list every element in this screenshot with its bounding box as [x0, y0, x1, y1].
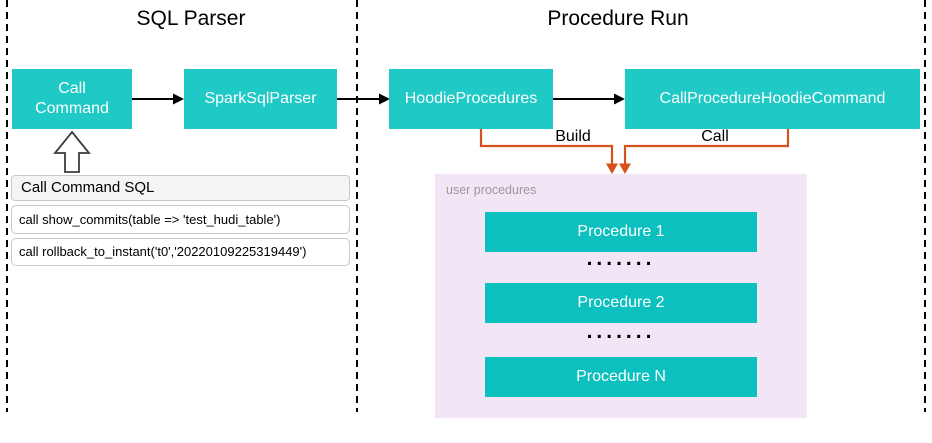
node-hoodieprocedures-label: HoodieProcedures: [404, 90, 538, 107]
procedure-n-label: Procedure N: [576, 368, 666, 385]
node-sparksqlparser-label: SparkSqlParser: [204, 90, 317, 107]
node-hoodieprocedures: HoodieProcedures: [389, 69, 553, 129]
node-call-command: Call Command: [12, 69, 132, 129]
user-procedures-label: user procedures: [446, 183, 537, 197]
node-sparksqlparser: SparkSqlParser: [184, 69, 337, 129]
up-arrow-icon: [53, 130, 91, 173]
procedure-1-label: Procedure 1: [577, 223, 665, 240]
section-title-procedure-run: Procedure Run: [547, 7, 689, 30]
ellipsis-dots: .......: [586, 247, 656, 270]
sql-panel-title: Call Command SQL: [11, 175, 350, 201]
node-call-command-label: Call Command: [35, 80, 109, 117]
procedure-box-n: Procedure N: [485, 357, 757, 397]
procedure-2-label: Procedure 2: [577, 294, 665, 311]
build-connector-label: Build: [555, 128, 591, 145]
arrow-parser-to-hoodieprocedures-icon: [337, 93, 390, 105]
section-title-sql-parser: SQL Parser: [136, 7, 246, 30]
node-callprocedurehoodiecommand-label: CallProcedureHoodieCommand: [659, 90, 886, 107]
arrow-hoodieprocedures-to-command-icon: [553, 93, 625, 105]
call-connector-label: Call: [701, 128, 729, 145]
procedure-box-2: Procedure 2: [485, 283, 757, 323]
arrow-callcommand-to-parser-icon: [132, 93, 184, 105]
ellipsis-dots: .......: [586, 320, 656, 343]
node-callprocedurehoodiecommand: CallProcedureHoodieCommand: [625, 69, 920, 129]
sql-statement-row: call show_commits(table => 'test_hudi_ta…: [11, 205, 350, 234]
user-procedures-panel: user procedures Procedure 1 ....... Proc…: [435, 174, 807, 418]
sql-statement-row: call rollback_to_instant('t0','202201092…: [11, 238, 350, 266]
procedure-box-1: Procedure 1: [485, 212, 757, 252]
